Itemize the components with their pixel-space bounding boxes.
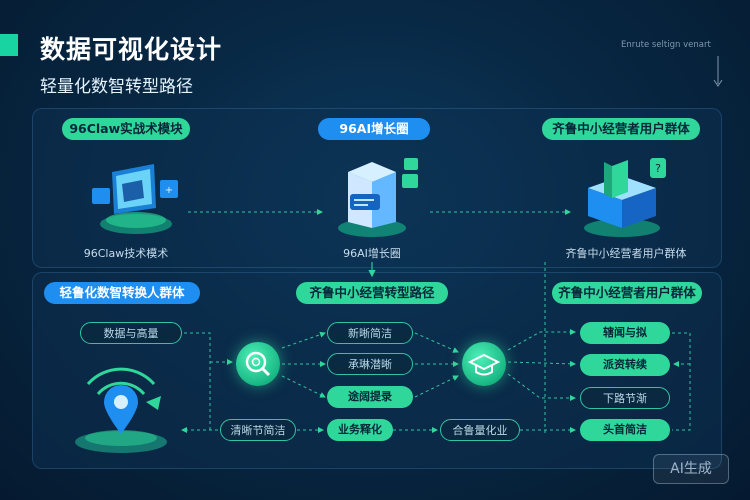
magnifier-glyph <box>245 351 271 377</box>
ai-generated-watermark: AI生成 <box>653 454 729 484</box>
svg-text:+: + <box>165 185 173 196</box>
svg-text:?: ? <box>655 162 661 175</box>
right-node-1: 辖闻与拟 <box>580 322 670 344</box>
left-node-1: 数据与高量 <box>80 322 182 344</box>
top-module-caption-3: 齐鲁中小经营者用户群体 <box>565 247 687 260</box>
center-node-3: 途阔提录 <box>327 386 413 408</box>
location-pin-wifi-icon <box>75 367 167 453</box>
right-node-2: 派资转续 <box>580 354 670 376</box>
page-title: 数据可视化设计 <box>40 35 223 64</box>
top-module-pill-3: 齐鲁中小经营者用户群体 <box>542 118 700 140</box>
top-module-pill-1: 96Claw实战术模块 <box>62 118 190 140</box>
top-module-caption-1: 96Claw技术模术 <box>83 247 169 260</box>
cap-glyph <box>467 353 501 376</box>
search-magnifier-icon <box>236 342 280 386</box>
bottom-right-title-pill: 齐鲁中小经营者用户群体 <box>552 282 702 304</box>
bottom-left-title-pill: 轻鲁化数智转换人群体 <box>44 282 200 304</box>
center-node-5: 合鲁量化业 <box>440 419 520 441</box>
arrow-down-icon <box>713 56 723 87</box>
bottom-center-title-pill: 齐鲁中小经营转型路径 <box>296 282 448 304</box>
right-node-4: 头首简洁 <box>580 419 670 441</box>
right-node-3: 下路节渐 <box>580 387 670 409</box>
left-node-2: 清晰节简洁 <box>220 419 296 441</box>
page-subtitle: 轻量化数智转型路径 <box>40 77 193 97</box>
data-screen-icon: + <box>92 164 178 234</box>
center-node-2: 承琳潜晰 <box>327 353 413 375</box>
title-accent-bar <box>0 34 18 56</box>
building-cube-icon: ? <box>584 158 666 237</box>
corner-note: Enrute seltign venart <box>621 40 711 50</box>
center-node-1: 新晰简洁 <box>327 322 413 344</box>
graduation-cap-icon <box>462 342 506 386</box>
server-database-icon <box>338 158 418 237</box>
center-node-4: 业务释化 <box>327 419 393 441</box>
top-module-caption-2: 96AI增长圈 <box>343 247 401 260</box>
top-module-pill-2: 96AI增长圈 <box>318 118 430 140</box>
